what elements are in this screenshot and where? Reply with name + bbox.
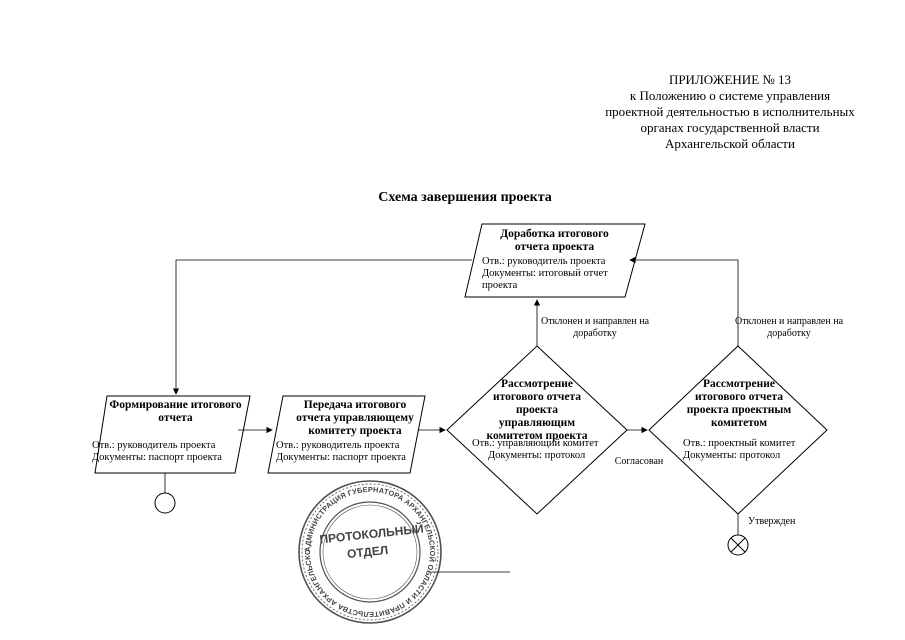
transfer-shape (267, 395, 426, 474)
edge-label-agreed: Согласован (614, 456, 664, 467)
appendix-line-3: проектной деятельностью в исполнительных (605, 104, 855, 119)
edge-label-approved: Утвержден (748, 516, 796, 527)
formation-title: Формирование итогового отчета (109, 399, 242, 424)
revision-title: Доработка итогового отчета проекта (500, 228, 609, 253)
edge-label-rejected-1: Отклонен и направлен на доработку (540, 316, 650, 339)
revision-resp: Отв.: руководитель проекта (482, 256, 606, 267)
appendix-line-5: Архангельской области (665, 136, 795, 151)
start-circle (154, 492, 176, 514)
formation-resp: Отв.: руководитель проекта (92, 440, 216, 451)
review-project-diamond (648, 345, 828, 515)
review-managing-resp: Отв.: управляющий комитет (472, 438, 599, 449)
stamp-center-text-2: ОТДЕЛ (346, 543, 389, 561)
transfer-docs: Документы: паспорт проекта (276, 452, 406, 463)
appendix-header: ПРИЛОЖЕНИЕ № 13 к Положению о системе уп… (560, 72, 900, 152)
diagram-title: Схема завершения проекта (378, 190, 552, 205)
review-project-resp: Отв.: проектный комитет (683, 438, 796, 449)
review-project-docs: Документы: протокол (683, 450, 781, 461)
review-managing-title: Рассмотрение итогового отчета проекта уп… (486, 378, 588, 442)
revision-shape (464, 223, 646, 298)
review-project-title: Рассмотрение итогового отчета проекта пр… (686, 378, 792, 429)
formation-shape (94, 395, 251, 474)
edge-revision-to-formation (172, 259, 472, 395)
transfer-title: Передача итогового отчета управляющему к… (296, 399, 414, 437)
appendix-line-2: к Положению о системе управления (629, 88, 831, 103)
protocol-stamp: АДМИНИСТРАЦИЯ ГУБЕРНАТОРА АРХАНГЕЛЬСКОЙ … (0, 0, 442, 624)
stamp-center-text-1: ПРОТОКОЛЬНЫЙ (319, 521, 425, 547)
edge-label-rejected-2: Отклонен и направлен на доработку (734, 316, 844, 339)
review-managing-diamond (446, 345, 628, 515)
end-crossed-circle (727, 534, 749, 556)
formation-docs: Документы: паспорт проекта (92, 452, 222, 463)
appendix-line-4: органах государственной власти (640, 120, 820, 135)
review-managing-docs: Документы: протокол (488, 450, 586, 461)
edge-project-review-to-revision (629, 256, 739, 346)
revision-docs: Документы: итоговый отчет проекта (482, 268, 608, 291)
appendix-line-1: ПРИЛОЖЕНИЕ № 13 (668, 72, 792, 87)
transfer-resp: Отв.: руководитель проекта (276, 440, 400, 451)
